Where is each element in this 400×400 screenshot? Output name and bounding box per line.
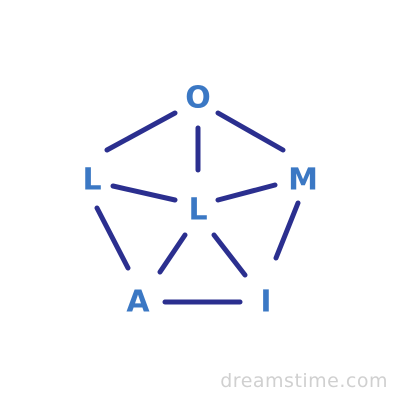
- node-l-center: L: [188, 193, 207, 228]
- edge-a-l-left: [94, 205, 131, 271]
- edges-group: [94, 110, 301, 305]
- node-m: M: [288, 163, 318, 198]
- edge-a-l-center: [157, 232, 188, 275]
- edge-m-i: [273, 200, 301, 261]
- edge-l-left-o: [104, 110, 178, 153]
- node-o: O: [185, 81, 211, 116]
- watermark-text: dreamstime.com: [220, 370, 388, 392]
- edge-m-l-center: [215, 182, 278, 203]
- edge-l-left-l-center: [110, 183, 178, 203]
- edge-i-l-center: [211, 232, 248, 278]
- nodes-group: O M I A L L: [82, 81, 317, 320]
- node-l-left: L: [82, 163, 101, 198]
- edge-o-m: [215, 110, 286, 153]
- node-i: I: [260, 285, 271, 320]
- node-a: A: [126, 285, 150, 320]
